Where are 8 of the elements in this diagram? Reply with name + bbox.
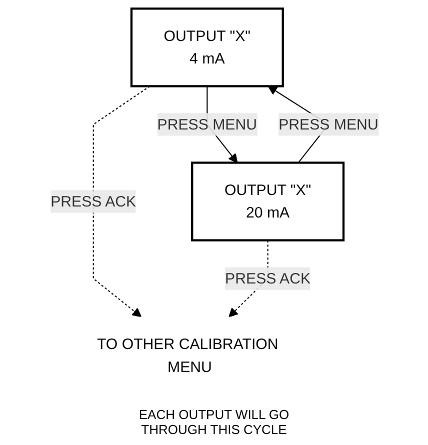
edge-label: PRESS ACK: [50, 192, 136, 210]
edge-label: PRESS MENU: [278, 115, 378, 133]
node-box: OUTPUT "X" 4 mA: [130, 8, 284, 88]
edge-label: PRESS MENU: [157, 115, 258, 133]
edge-label: PRESS ACK: [225, 269, 311, 287]
node-text: TO OTHER CALIBRATION MENU: [96, 335, 278, 375]
cycle-note: EACH OUTPUT WILL GO THROUGH THIS CYCLE: [138, 407, 290, 437]
node-box: OUTPUT "X" 20 mA: [191, 162, 345, 242]
